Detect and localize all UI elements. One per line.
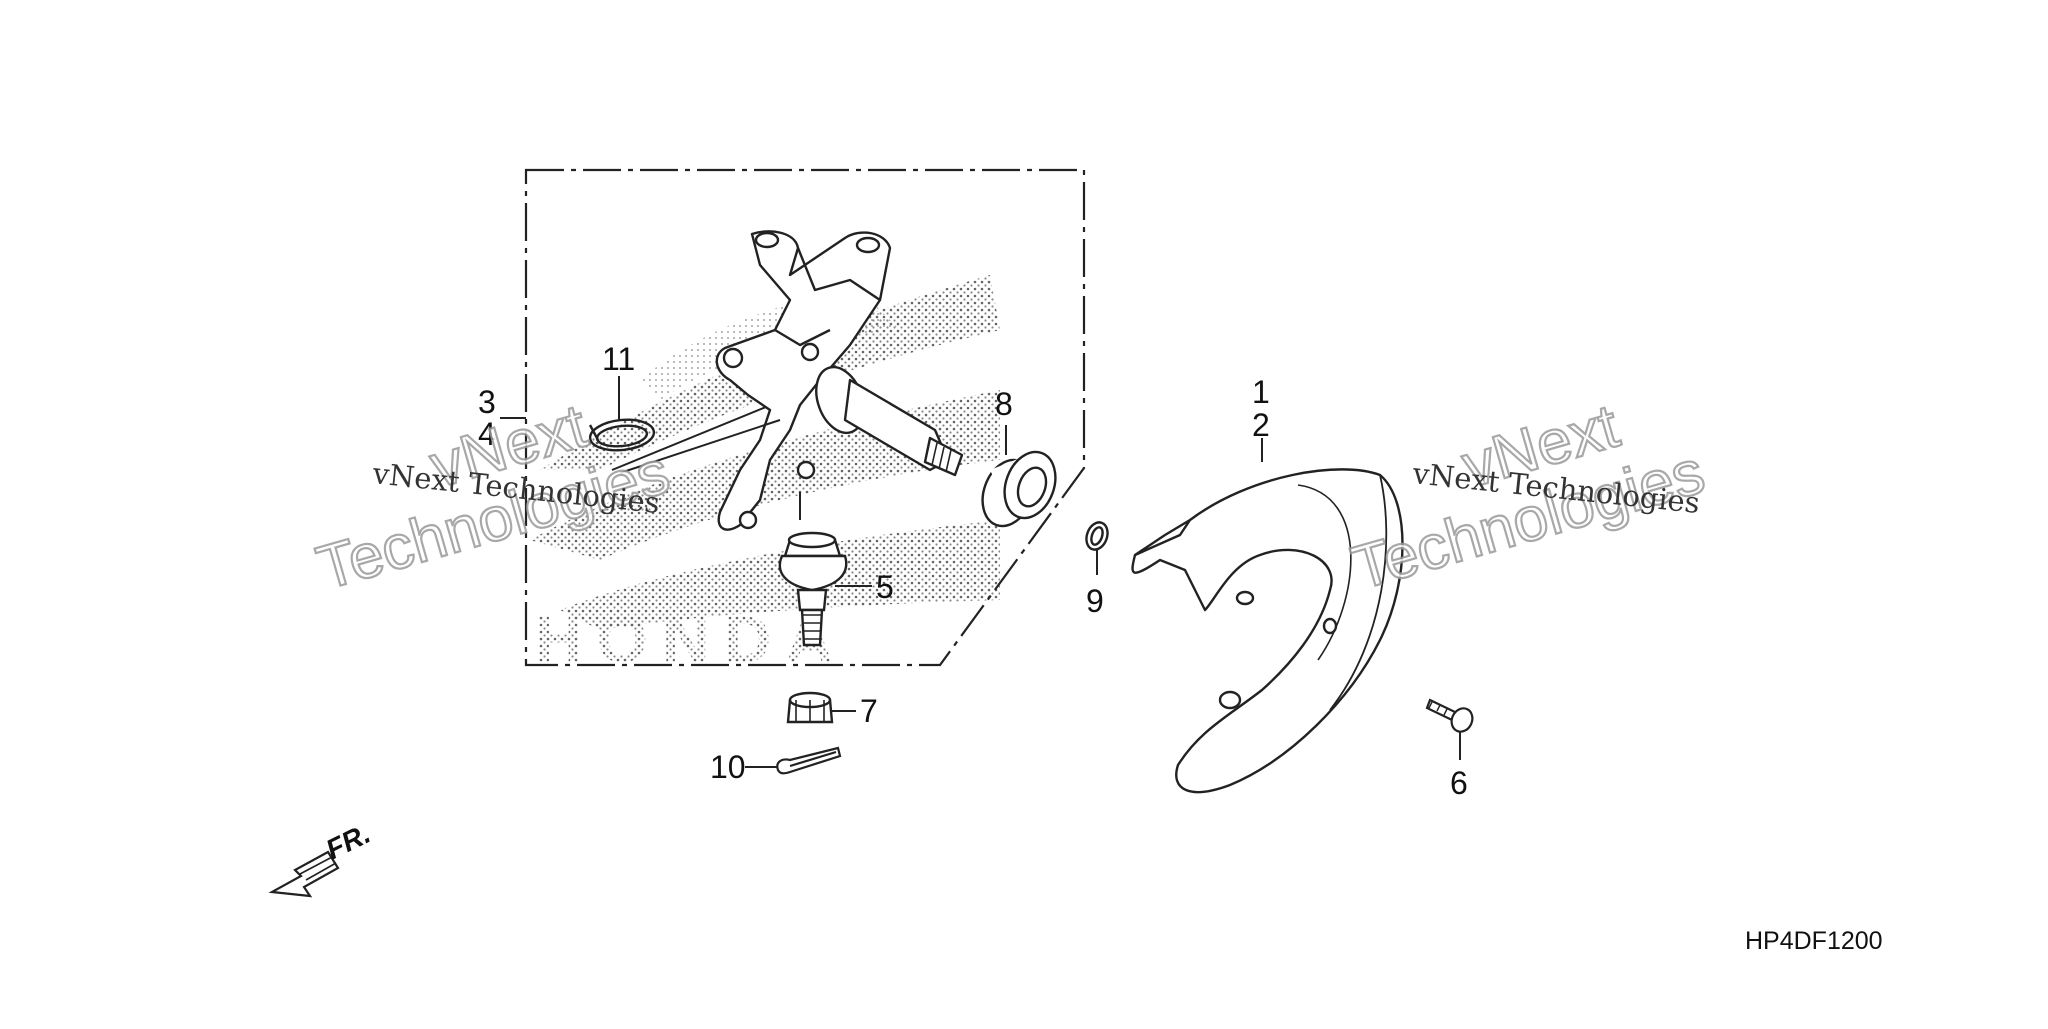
castle-nut — [786, 691, 834, 724]
callout-5: 5 — [876, 569, 894, 605]
honda-logo-letters: HONDA — [535, 602, 847, 676]
dust-seal — [981, 450, 1057, 528]
callout-10: 10 — [710, 749, 746, 785]
leader-lines — [500, 376, 1461, 768]
callout-11: 11 — [602, 341, 635, 377]
callout-3: 3 — [478, 384, 496, 420]
callout-8: 8 — [995, 386, 1013, 422]
cotter-pin — [776, 746, 842, 775]
callout-9: 9 — [1086, 583, 1104, 619]
circlip — [588, 418, 656, 452]
ball-joint — [778, 531, 848, 647]
honda-logo-text: HONDA — [535, 602, 847, 676]
callout-7: 7 — [860, 693, 878, 729]
front-direction-arrow: FR. — [268, 818, 375, 898]
watermark-right: vNext Technologies vNext Technologies — [1344, 390, 1713, 604]
disc-cover — [1131, 468, 1404, 794]
diagram-code: HP4DF1200 — [1745, 927, 1883, 955]
callout-2: 2 — [1252, 407, 1270, 443]
subassembly-frame — [524, 168, 1086, 667]
callout-6: 6 — [1450, 765, 1468, 801]
flange-bolt — [1425, 698, 1474, 733]
steering-knuckle — [715, 230, 964, 531]
callout-1: 1 — [1252, 374, 1270, 410]
o-ring — [1085, 521, 1109, 551]
callout-4: 4 — [478, 416, 496, 452]
